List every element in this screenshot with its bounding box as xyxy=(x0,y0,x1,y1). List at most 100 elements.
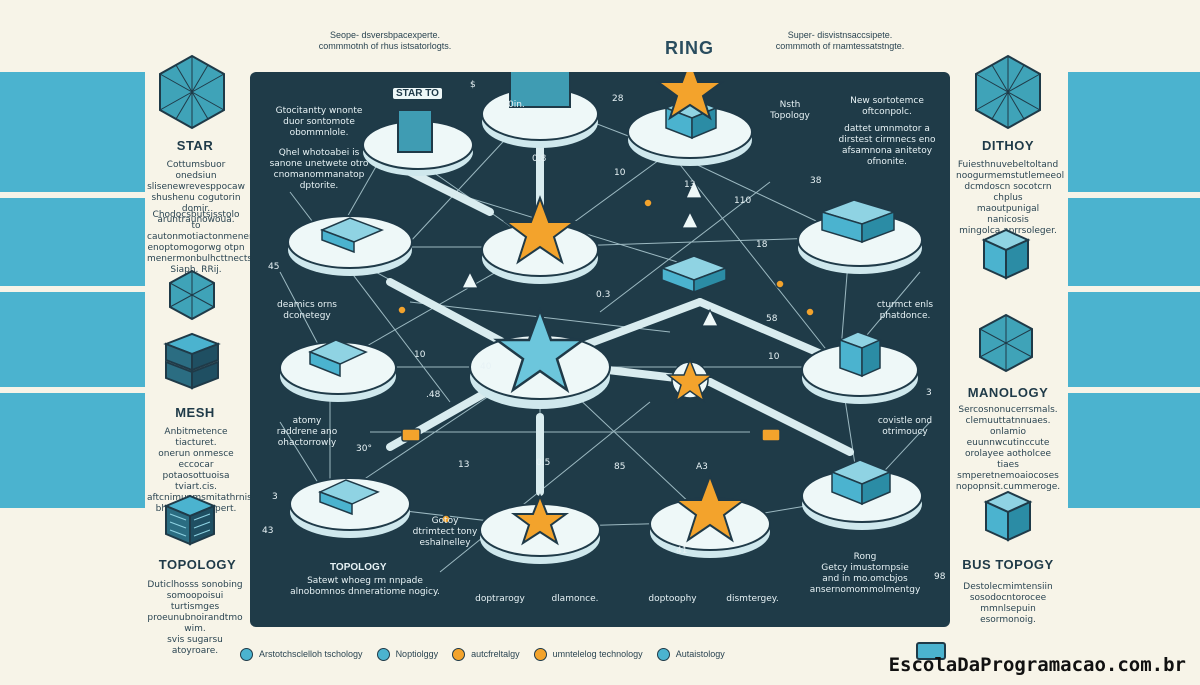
legend-item: Autaistology xyxy=(656,647,725,661)
right-band-mid xyxy=(1068,198,1200,286)
right-band-bottom xyxy=(1068,393,1200,508)
panel-bottom-label-1: doptrarogy xyxy=(475,594,525,604)
number-label: 98 xyxy=(934,572,946,582)
tag-triangles xyxy=(461,178,719,327)
platform-upper-right xyxy=(797,199,923,274)
star-icon xyxy=(510,493,570,546)
cube-right-icon xyxy=(981,228,1031,280)
number-label: A3 xyxy=(696,462,708,472)
number-label: 13 xyxy=(684,180,696,190)
legend-item: umntelelog technology xyxy=(533,647,643,661)
number-label: 0.8 xyxy=(532,154,547,164)
panel-bottom-label-3: doptoophy xyxy=(648,594,697,604)
number-label: 3 xyxy=(926,388,932,398)
panel-text-bottom-left: Satewt whoeg rm nnpade alnobomnos dnnera… xyxy=(290,576,440,597)
panel-topology-label: TOPOLOGY xyxy=(330,562,387,573)
panel-text-lower-middle-left: atomy raddrene ano ohactorrowly xyxy=(276,416,338,448)
star-node-center-right xyxy=(665,357,715,403)
legend-item: Arstotchsclelloh tschology xyxy=(240,647,363,661)
number-label: 85 xyxy=(614,462,626,472)
number-label: 3 xyxy=(272,492,278,502)
left-topology-text: Duticlhosss sonobing somoopoisui turtism… xyxy=(147,580,243,656)
right-band-top xyxy=(1068,72,1200,192)
legend-label: autcfreltalgy xyxy=(471,649,520,659)
number-label: 58 xyxy=(766,314,778,324)
number-label: $ xyxy=(470,80,476,90)
left-star-title: STAR xyxy=(176,138,214,153)
platform-top-right xyxy=(627,72,753,166)
number-label: 43 xyxy=(262,526,274,536)
legend-item: Noptiolggy xyxy=(376,647,439,661)
platform-mid-right xyxy=(801,331,919,404)
platform-lower-right-center xyxy=(649,473,771,558)
number-label: 18 xyxy=(756,240,768,250)
number-label: 45 xyxy=(268,262,280,272)
legend-dot xyxy=(656,647,670,661)
polyhedron-right-mid-icon xyxy=(979,313,1033,373)
network-diagram xyxy=(279,72,931,573)
number-label: 40 xyxy=(480,362,492,372)
number-label: 110 xyxy=(734,196,752,206)
panel-text-bottom-center: Gotoy dtrimtect tony eshalnelley xyxy=(412,516,478,548)
platform-upper-center xyxy=(481,195,599,284)
grid-cube-icon xyxy=(163,494,217,546)
number-label: 13 xyxy=(458,460,470,470)
legend-dot xyxy=(240,647,253,661)
legend-label: Noptiolggy xyxy=(395,649,439,659)
top-note-left: Seope- dsversbpacexperte. commmotnh of r… xyxy=(318,30,452,51)
left-band-top xyxy=(0,72,145,192)
platform-lower-right xyxy=(801,459,923,530)
legend: Arstotchsclelloh tschology Noptiolggy au… xyxy=(240,645,725,663)
panel-text-lower-middle-right: covistle ond otrimoucy xyxy=(877,416,933,437)
server-stack-icon xyxy=(163,332,221,390)
number-label: .48 xyxy=(426,390,441,400)
switch-center-right xyxy=(659,255,729,294)
left-band-bottom xyxy=(0,393,145,508)
number-label: 0in. xyxy=(508,100,525,110)
panel-star-to-label: STAR TO xyxy=(393,88,442,99)
number-label: 38 xyxy=(810,176,822,186)
legend-label: Arstotchsclelloh tschology xyxy=(259,649,363,659)
polyhedron-icon xyxy=(159,54,225,130)
panel-text-top-right-2: dattet umnmotor a dirstest cirmnecs eno … xyxy=(838,124,936,167)
top-note-right: Super- disvistnsaccsipete. commmoth of r… xyxy=(775,30,905,51)
panel-text-top-left-2: Qhel whotoabei is sanone unetwete otro c… xyxy=(269,148,369,191)
right-bus-text: Destolecmimtensiin sosodocntorocee mmnls… xyxy=(963,582,1053,625)
watermark: EscolaDaProgramacao.com.br xyxy=(888,654,1186,676)
polyhedron-right-icon xyxy=(975,54,1041,130)
platform-lower-left xyxy=(289,477,411,538)
cube-bus-icon xyxy=(983,490,1033,542)
right-dithoy-text: Fuiesthnuvebeltoltand noogurmemstutlemee… xyxy=(956,160,1065,236)
number-label: 10 xyxy=(414,350,426,360)
platform-mid-left xyxy=(279,339,397,402)
left-band-lower xyxy=(0,292,145,387)
polyhedron-small-icon xyxy=(169,269,215,321)
number-label: 41 xyxy=(676,546,688,556)
star-icon xyxy=(503,195,577,265)
left-star-text: Cottumsbuor onedsiun slisenewrevesppocaw… xyxy=(147,160,245,225)
platform-hub xyxy=(469,306,611,409)
panel-bottom-label-2: dlamonce. xyxy=(551,594,599,604)
number-label: 30° xyxy=(356,444,372,454)
panel-bottom-label-4: dismtergey. xyxy=(726,594,779,604)
left-star-text-2: Chodocsbutsisstolo to cautonmotiactonmen… xyxy=(147,210,270,275)
platform-top-center xyxy=(481,72,599,148)
panel-text-bottom-right: Rong Getcy imustornpsie and in mo.omcbjo… xyxy=(809,552,921,595)
bus-links xyxy=(386,128,854,496)
legend-dot xyxy=(452,647,466,661)
star-icon xyxy=(673,473,747,543)
right-band-lower xyxy=(1068,292,1200,387)
panel-text-top-left: Gtocitantty wnonte duor sontomote obommn… xyxy=(275,106,363,138)
left-band-mid xyxy=(0,198,145,286)
panel-nsth-topology: Nsth Topology xyxy=(770,100,810,121)
legend-label: umntelelog technology xyxy=(552,649,643,659)
legend-dot xyxy=(376,647,390,661)
right-bus-title: BUS TOPOGY xyxy=(962,557,1054,572)
number-label: 28 xyxy=(612,94,624,104)
monitor-icon xyxy=(916,642,946,660)
number-label: 10 xyxy=(614,168,626,178)
platform-top-left xyxy=(362,109,474,176)
connector-nodes xyxy=(397,198,815,524)
panel-text-top-right: New sortotemce oftconpolc. xyxy=(850,96,924,117)
star-icon xyxy=(665,357,715,403)
